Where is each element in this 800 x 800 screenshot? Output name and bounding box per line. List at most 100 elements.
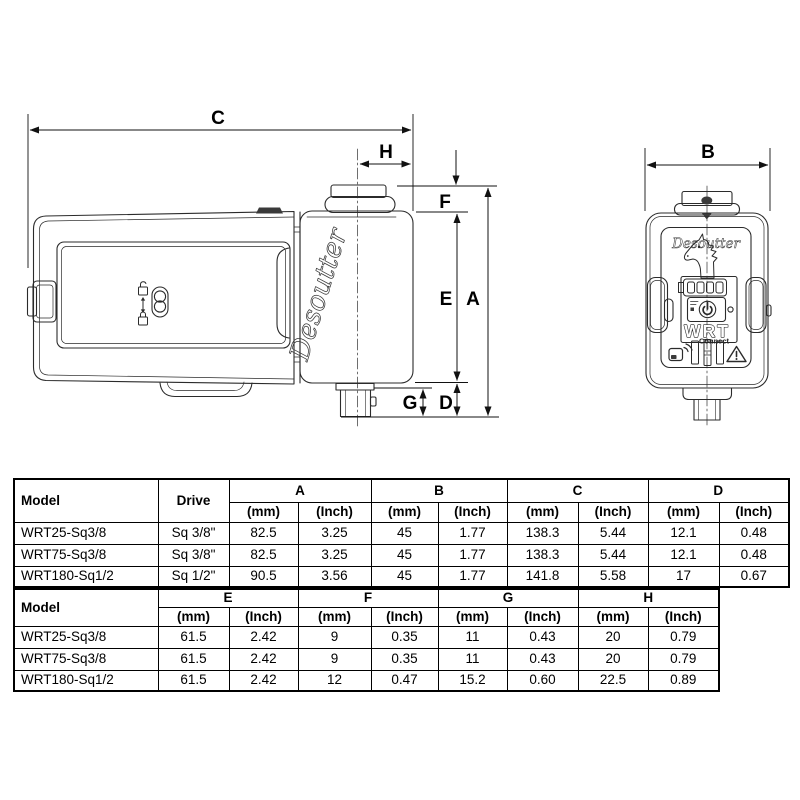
battery-door-inner — [61, 246, 286, 344]
battery-door — [56, 241, 291, 349]
col-header-model: Model — [13, 478, 159, 523]
cell-drive: Sq 3/8" — [157, 521, 230, 545]
side-body-outline — [32, 210, 295, 385]
dimension-lines — [27, 114, 771, 418]
table-row: WRT25-Sq3/8 Sq 3/8" 82.5 3.25 45 1.77 13… — [13, 521, 790, 545]
top-button-base — [324, 195, 396, 214]
cell: 11 — [437, 625, 508, 649]
unit-header: (Inch) — [297, 501, 372, 523]
cell: 5.44 — [577, 543, 649, 567]
col-header-H: H — [577, 588, 720, 608]
unit-header: (Inch) — [506, 606, 579, 627]
col-header-D: D — [647, 478, 790, 503]
unit-header: (mm) — [228, 501, 299, 523]
col-header-E: E — [157, 588, 299, 608]
cell: 0.48 — [718, 543, 790, 567]
front-view: Desoutter — [645, 185, 772, 429]
cell: 12.1 — [647, 543, 720, 567]
dimensions-table-e-h: Model E F G H (mm) (Inch) (mm) (Inch) (m… — [13, 588, 721, 692]
front-body-inner — [649, 216, 765, 385]
unit-header: (mm) — [506, 501, 579, 523]
front-button-cap — [681, 190, 733, 207]
cell: 9 — [297, 647, 372, 671]
front-panel — [660, 226, 752, 369]
unit-header: (Inch) — [228, 606, 299, 627]
cell: 3.56 — [297, 565, 372, 588]
horse-head-logo — [683, 233, 718, 279]
cell-model: WRT180-Sq1/2 — [13, 669, 159, 692]
cell: 0.79 — [647, 625, 720, 649]
header-row-dims: Model E F G H — [13, 588, 720, 627]
cell-model: WRT75-Sq3/8 — [13, 647, 159, 671]
detent-pin — [369, 396, 377, 407]
dim-label-F: F — [439, 192, 451, 213]
dimensions-table-a-d: Model Drive A B C D (mm) (Inch) (mm) (In… — [13, 478, 790, 588]
dim-label-C: C — [211, 108, 225, 129]
header-row-dims: Model Drive A B C D — [13, 478, 790, 523]
bottom-clip-inner — [166, 381, 245, 391]
header-row-units: (mm) (Inch) (mm) (Inch) (mm) (Inch) (mm)… — [14, 606, 720, 627]
cell: 45 — [370, 521, 439, 545]
cell: 20 — [577, 625, 649, 649]
cell: 61.5 — [157, 669, 230, 692]
cell: 141.8 — [506, 565, 579, 588]
front-latch-left — [646, 276, 669, 334]
unit-header: (mm) — [437, 606, 508, 627]
cell: 1.77 — [437, 565, 508, 588]
table-row: WRT75-Sq3/8 Sq 3/8" 82.5 3.25 45 1.77 13… — [13, 543, 790, 567]
table-row: WRT75-Sq3/8 61.5 2.42 9 0.35 11 0.43 20 … — [13, 647, 720, 671]
battery-gauge — [678, 278, 727, 297]
cell: 82.5 — [228, 521, 299, 545]
dim-label-G: G — [403, 393, 418, 414]
cell: 2.42 — [228, 625, 299, 649]
power-button — [686, 296, 727, 323]
top-button-cap — [330, 184, 387, 199]
col-header-A: A — [228, 478, 372, 503]
header-row-units: (mm) (Inch) (mm) (Inch) (mm) (Inch) (mm)… — [14, 501, 790, 523]
col-header-model: Model — [13, 588, 159, 627]
cell: 0.60 — [506, 669, 579, 692]
cell-drive: Sq 3/8" — [157, 543, 230, 567]
side-latch — [32, 280, 57, 323]
unit-header: (mm) — [577, 606, 649, 627]
connect-label: Connect — [699, 337, 730, 346]
unit-header: (Inch) — [370, 606, 439, 627]
cell: 3.25 — [297, 521, 372, 545]
cell: 1.77 — [437, 543, 508, 567]
cell: 1.77 — [437, 521, 508, 545]
side-top-button — [256, 207, 283, 214]
table-row: WRT180-Sq1/2 61.5 2.42 12 0.47 15.2 0.60… — [13, 669, 720, 692]
cell-model: WRT75-Sq3/8 — [13, 543, 159, 567]
cell: 11 — [437, 647, 508, 671]
control-panel — [680, 275, 738, 344]
unit-header: (Inch) — [577, 501, 649, 523]
cell: 12 — [297, 669, 372, 692]
front-body — [645, 212, 769, 389]
unit-header: (Inch) — [718, 501, 790, 523]
cell: 45 — [370, 543, 439, 567]
slide-arrow-icon — [140, 297, 146, 313]
table-row: WRT180-Sq1/2 Sq 1/2" 90.5 3.56 45 1.77 1… — [13, 565, 790, 588]
cell-model: WRT180-Sq1/2 — [13, 565, 159, 588]
col-header-drive: Drive — [157, 478, 230, 523]
vent-slots — [691, 339, 724, 366]
cell: 61.5 — [157, 647, 230, 671]
cell: 2.42 — [228, 647, 299, 671]
lock-icon — [138, 311, 148, 326]
cell: 138.3 — [506, 543, 579, 567]
dim-label-A: A — [466, 289, 480, 310]
cell: 20 — [577, 647, 649, 671]
cell-model: WRT25-Sq3/8 — [13, 521, 159, 545]
col-header-C: C — [506, 478, 649, 503]
dim-label-E: E — [440, 289, 453, 310]
unit-header: (mm) — [647, 501, 720, 523]
dim-label-B: B — [701, 142, 715, 163]
side-body-inner-line — [39, 216, 295, 380]
dimension-labels: C H F E A G D B — [211, 108, 715, 414]
warning-icon — [726, 345, 747, 363]
col-header-F: F — [297, 588, 439, 608]
power-icon — [702, 301, 713, 316]
cell-drive: Sq 1/2" — [157, 565, 230, 588]
cell: 138.3 — [506, 521, 579, 545]
